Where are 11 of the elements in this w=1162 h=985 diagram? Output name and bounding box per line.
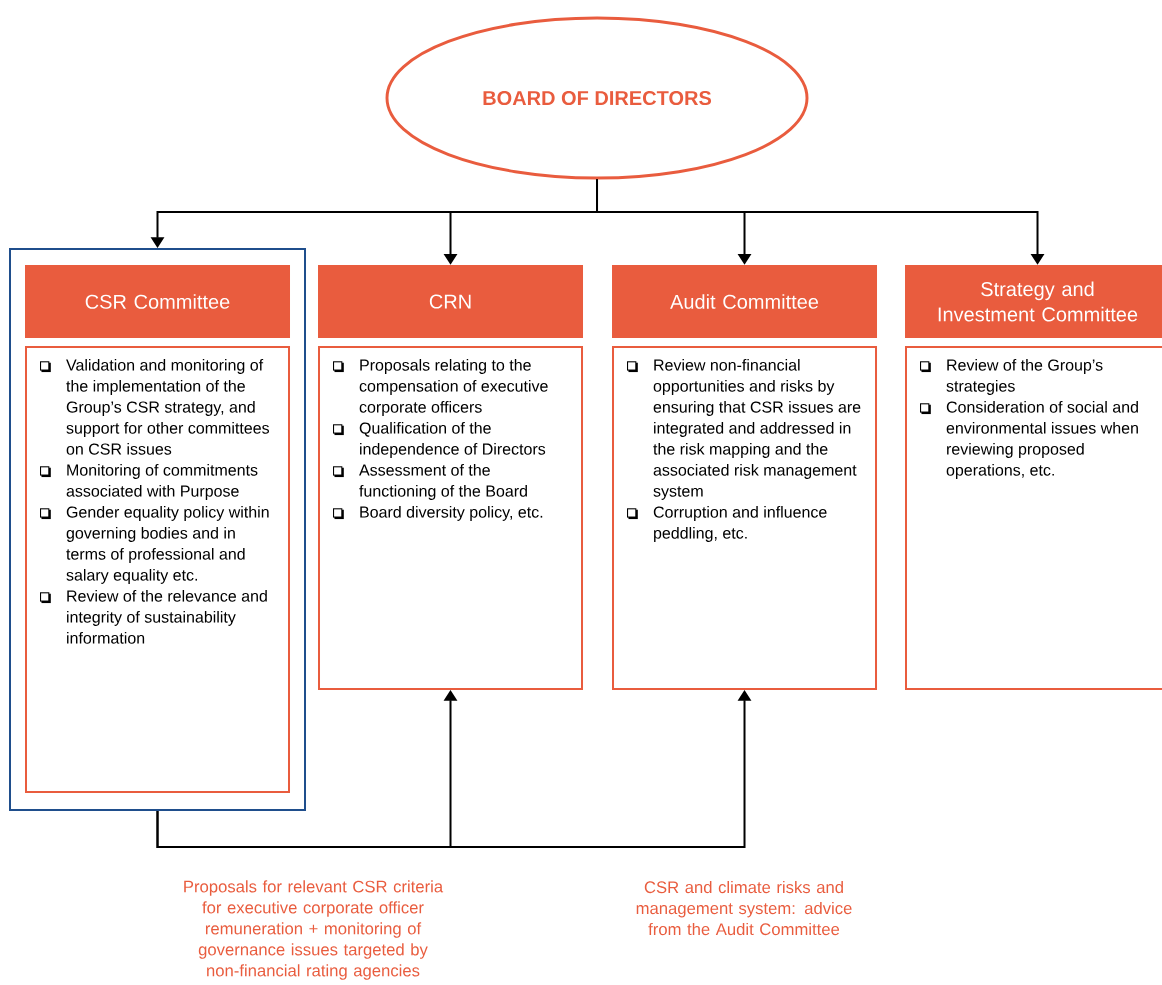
- note-text: Proposals for relevant CSR criteria for executive corporate officer remuneration + monitoring of governance issues targeted by non-financial rating agencies: [184, 880, 444, 980]
- task-list-box: Proposals relating to the compensation of executive corporate officers Qualification of the independence of Directors Assessment of the functioning of the Board Board diversity policy, etc.: [318, 346, 583, 690]
- note-text: CSR and climate risks and management system: advice from the Audit Committee: [636, 880, 852, 936]
- committee-header: CRN: [318, 265, 583, 338]
- committee-header: Audit Committee: [612, 265, 877, 338]
- task-list-box: Review of the Group’s strategies Consideration of social and environmental issues when reviewing proposed operations, etc.: [905, 346, 1162, 690]
- committee-header: CSR Committee: [25, 265, 290, 338]
- task-list-box: Review non-financial opportunities and risks by ensuring that CSR issues are integrated and addressed in the risk mapping and the associated risk management system Corruption and influence peddling, etc.: [612, 346, 877, 690]
- committee-header: Strategy and Investment Committee: [905, 265, 1162, 338]
- task-list-box: Validation and monitoring of the implementation of the Group’s CSR strategy, and support for other committees on CSR issues Monitoring of commitments associated with Purpose Gender equality policy within governing bodies and in terms of professional and salary equality etc. Review of the relevance and integrity of sustainability information: [25, 346, 290, 793]
- committee-frame: [9, 248, 306, 811]
